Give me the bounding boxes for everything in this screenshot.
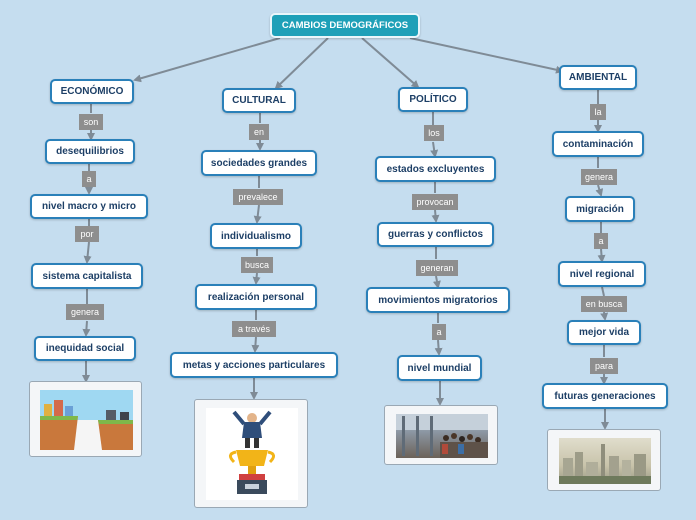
node-nivel-regional[interactable]: nivel regional <box>558 261 646 287</box>
branch-economico[interactable]: ECONÓMICO <box>50 79 134 104</box>
link-label-son: son <box>79 114 103 130</box>
branch-politico[interactable]: POLÍTICO <box>398 87 468 112</box>
node-estados-excluyentes[interactable]: estados excluyentes <box>375 156 496 182</box>
link-label-para: para <box>590 358 618 374</box>
branch-ambiental[interactable]: AMBIENTAL <box>559 65 637 90</box>
node-metas-acciones[interactable]: metas y acciones particulares <box>170 352 338 378</box>
link-label-la: la <box>590 104 606 120</box>
smog-city-image <box>559 438 651 484</box>
node-sistema-capitalista[interactable]: sistema capitalista <box>31 263 143 289</box>
node-guerras-conflictos[interactable]: guerras y conflictos <box>377 222 494 247</box>
node-movimientos-migratorios[interactable]: movimientos migratorios <box>366 287 510 313</box>
link-label-busca: busca <box>241 257 273 273</box>
node-nivel-mundial[interactable]: nivel mundial <box>397 355 482 381</box>
node-mejor-vida[interactable]: mejor vida <box>567 320 641 345</box>
node-realizacion-personal[interactable]: realización personal <box>195 284 317 310</box>
image-frame-cultural <box>194 399 308 508</box>
root-node[interactable]: CAMBIOS DEMOGRÁFICOS <box>270 13 420 38</box>
node-migracion[interactable]: migración <box>565 196 635 222</box>
link-label-a: a <box>82 171 96 187</box>
trophy-winner-image <box>206 408 298 500</box>
cliff-divide-image <box>40 390 133 450</box>
image-frame-politico <box>384 405 498 465</box>
link-label-por: por <box>75 226 99 242</box>
link-label-en: en <box>249 124 269 140</box>
node-sociedades-grandes[interactable]: sociedades grandes <box>201 150 317 176</box>
node-inequidad-social[interactable]: inequidad social <box>34 336 136 361</box>
node-nivel-macro-micro[interactable]: nivel macro y micro <box>30 194 148 219</box>
link-label-provocan: provocan <box>412 194 458 210</box>
link-label-en-busca: en busca <box>581 296 627 312</box>
migrant-crowd-image <box>396 414 488 458</box>
node-contaminacion[interactable]: contaminación <box>552 131 644 157</box>
link-label-generan: generan <box>416 260 458 276</box>
link-label-genera: genera <box>66 304 104 320</box>
node-futuras-generaciones[interactable]: futuras generaciones <box>542 383 668 409</box>
link-label-los: los <box>424 125 444 141</box>
link-label-a-traves: a través <box>232 321 276 337</box>
image-frame-economico <box>29 381 142 457</box>
link-label-genera: genera <box>581 169 617 185</box>
link-label-a: a <box>432 324 446 340</box>
node-individualismo[interactable]: individualismo <box>210 223 302 249</box>
image-frame-ambiental <box>547 429 661 491</box>
branch-cultural[interactable]: CULTURAL <box>222 88 296 113</box>
link-label-a: a <box>594 233 608 249</box>
node-desequilibrios[interactable]: desequilibrios <box>45 139 135 164</box>
link-label-prevalece: prevalece <box>233 189 283 205</box>
